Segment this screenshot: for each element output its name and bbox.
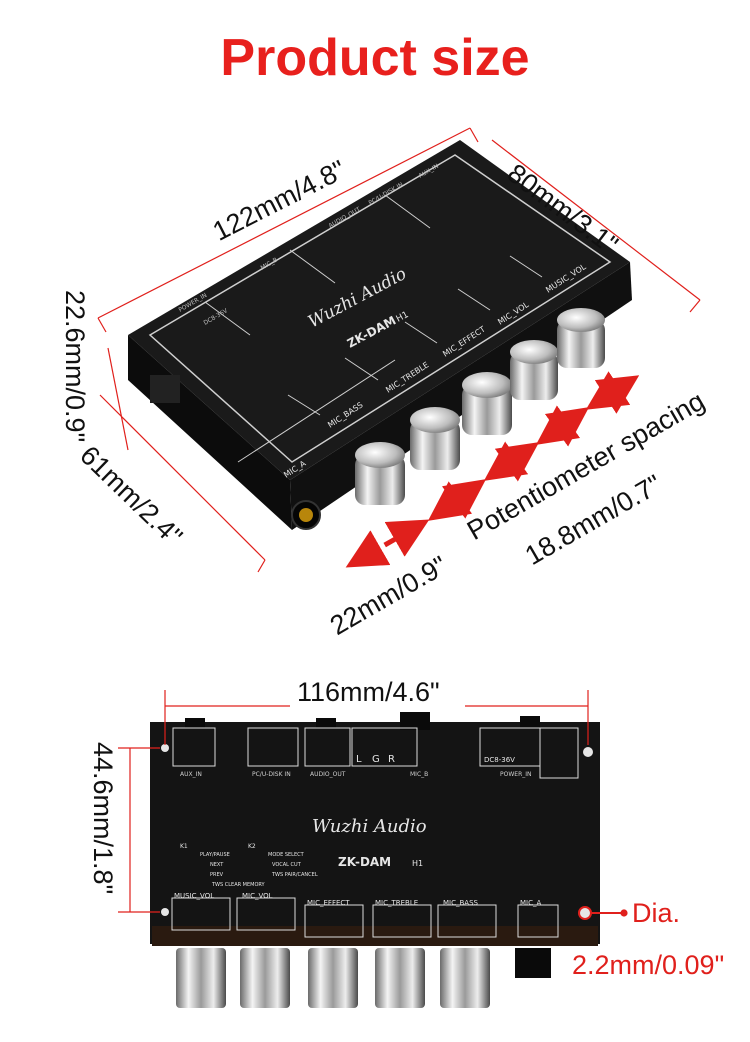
tws-clear-note: TWS CLEAR MEMORY bbox=[211, 882, 266, 888]
top-knob-5 bbox=[557, 308, 605, 368]
k2-fn-vocal: VOCAL CUT bbox=[272, 862, 302, 868]
top-knob-2 bbox=[410, 407, 460, 470]
bottom-knob-label-1: MUSIC_VOL bbox=[174, 892, 214, 900]
dimension-lines-top bbox=[97, 127, 701, 573]
bottom-board bbox=[150, 712, 600, 946]
bottom-k2-label: K2 bbox=[248, 843, 256, 850]
side-connector bbox=[150, 375, 180, 403]
k1-fn-play: PLAY/PAUSE bbox=[200, 852, 230, 858]
top-knob-1 bbox=[355, 442, 405, 505]
dim-hole-label: Dia. bbox=[632, 898, 681, 928]
bottom-k1-label: K1 bbox=[180, 843, 188, 850]
k1-fn-prev: PREV bbox=[210, 872, 224, 878]
bottom-brand: Wuzhi Audio bbox=[312, 816, 427, 837]
k2-fn-tws: TWS PAIR/CANCEL bbox=[271, 872, 318, 878]
dim-bottom-height: 44.6mm/1.8" bbox=[88, 742, 118, 895]
bottom-port-power: POWER_IN bbox=[500, 771, 532, 778]
bottom-port-aux: AUX_IN bbox=[180, 771, 202, 778]
dim-height: 22.6mm/0.9" bbox=[60, 290, 90, 443]
page-title: Product size bbox=[220, 29, 530, 87]
bottom-model: ZK-DAM bbox=[338, 855, 391, 869]
bottom-port-audio: AUDIO_OUT bbox=[310, 771, 346, 778]
bottom-symbol-r: R bbox=[388, 754, 395, 765]
k2-fn-mode: MODE SELECT bbox=[268, 852, 305, 858]
bottom-power-spec: DC8-36V bbox=[484, 756, 515, 764]
k1-fn-next: NEXT bbox=[210, 862, 224, 868]
dim-bottom-width: 116mm/4.6" bbox=[297, 677, 440, 707]
bottom-port-pc: PC/U-DISK IN bbox=[252, 771, 291, 778]
bottom-knob-label-5: MIC_BASS bbox=[443, 899, 479, 907]
bottom-knob-label-6: MIC_A bbox=[520, 899, 541, 907]
bottom-knob-label-2: MIC_VOL bbox=[242, 892, 273, 900]
top-knob-4 bbox=[510, 340, 558, 400]
mic-jack-ring bbox=[299, 508, 313, 522]
bottom-symbol-l: L bbox=[356, 754, 362, 765]
bottom-knob-label-4: MIC_TREBLE bbox=[375, 899, 418, 907]
spacing-arrows bbox=[345, 371, 640, 568]
hole-highlight bbox=[578, 906, 592, 920]
dimension-lines-bottom bbox=[118, 690, 628, 917]
bottom-symbol-g: G bbox=[372, 754, 380, 765]
top-knob-3 bbox=[462, 372, 512, 435]
bottom-port-mic-b: MIC_B bbox=[410, 771, 428, 778]
bottom-knobs bbox=[176, 948, 551, 1008]
dim-hole-value: 2.2mm/0.09" bbox=[572, 950, 725, 980]
bottom-knob-label-3: MIC_EFFECT bbox=[307, 899, 350, 907]
bottom-version: H1 bbox=[412, 859, 423, 868]
